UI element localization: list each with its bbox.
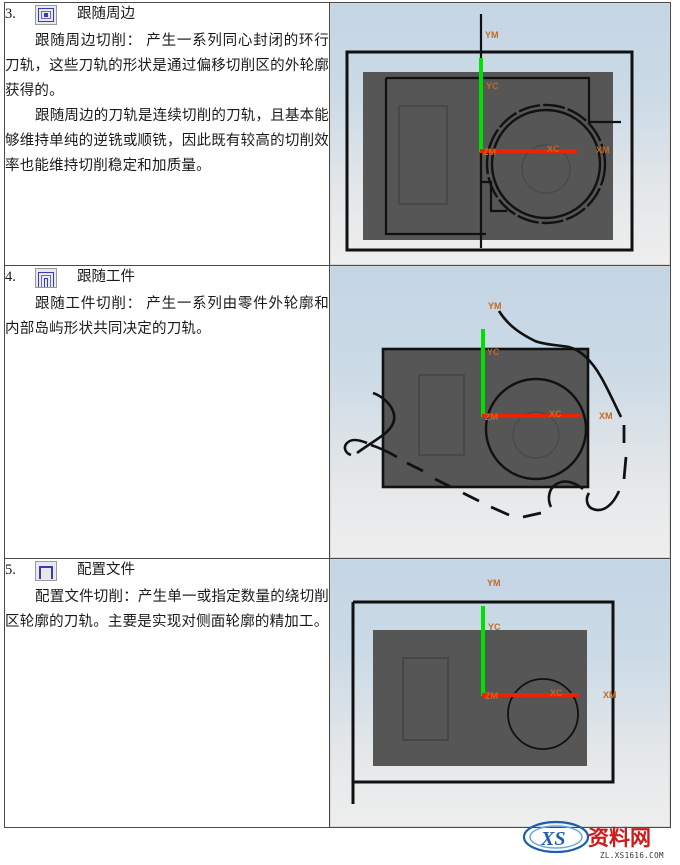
label-xc: XC: [547, 144, 560, 154]
row-5-text-cell: 5. 配置文件 配置文件切削：产生单一或指定数量的绕切削区轮廓的刀轨。主要是实现…: [4, 558, 330, 828]
label-zm: ZM: [485, 412, 498, 422]
label-zm: ZM: [485, 691, 498, 701]
row-3-heading: 3. 跟随周边: [5, 3, 329, 29]
profile-icon: [35, 559, 69, 583]
label-yc: YC: [487, 347, 500, 357]
row-4-heading: 4. 跟随工件: [5, 266, 329, 292]
watermark-logo-text: XS: [540, 828, 565, 850]
row-5-image-cell: YM YC ZM XC XM: [329, 558, 671, 828]
label-yc: YC: [486, 81, 499, 91]
row-3-text-cell: 3. 跟随周边 跟随周边切削： 产生一系列同心封闭的环行刀轨，这些刀轨的形状是通…: [4, 2, 330, 266]
row-3-image-cell: YM YC ZM XC XM: [329, 2, 671, 266]
label-xm: XM: [599, 411, 613, 421]
row-4-number: 4.: [5, 269, 16, 285]
label-ym: YM: [488, 301, 502, 311]
row-3-paragraph-1: 跟随周边切削： 产生一系列同心封闭的环行刀轨，这些刀轨的形状是通过偏移切削区的外…: [5, 33, 329, 99]
feature-table: 3. 跟随周边 跟随周边切削： 产生一系列同心封闭的环行刀轨，这些刀轨的形状是通…: [4, 2, 671, 828]
follow-periphery-preview: YM YC ZM XC XM: [330, 3, 670, 265]
profile-graphic: YM YC ZM XC XM: [351, 578, 617, 804]
follow-part-graphic: YM YC ZM XC XM: [343, 301, 628, 519]
row-5-heading: 5. 配置文件: [5, 559, 329, 585]
label-xc: XC: [549, 409, 562, 419]
follow-part-preview: YM YC ZM XC XM: [330, 266, 670, 558]
label-xm: XM: [603, 690, 617, 700]
label-yc: YC: [488, 622, 501, 632]
follow-part-icon: [35, 266, 69, 290]
label-xm: XM: [596, 145, 610, 155]
row-3-title: 跟随周边: [77, 6, 135, 22]
label-zm: ZM: [483, 147, 496, 157]
row-5-number: 5.: [5, 562, 16, 578]
watermark-brand: 资料网: [588, 826, 651, 850]
table-row: 3. 跟随周边 跟随周边切削： 产生一系列同心封闭的环行刀轨，这些刀轨的形状是通…: [4, 2, 671, 266]
profile-preview: YM YC ZM XC XM: [330, 559, 670, 827]
row-3-number: 3.: [5, 6, 16, 22]
row-5-paragraph-1: 配置文件切削：产生单一或指定数量的绕切削区轮廓的刀轨。主要是实现对侧面轮廓的精加…: [5, 589, 329, 630]
follow-periphery-icon: [35, 3, 69, 27]
row-4-text-cell: 4. 跟随工件 跟随工件切削： 产生一系列由零件外轮廓和内部岛屿形状共同决定的刀…: [4, 265, 330, 559]
label-ym: YM: [485, 30, 499, 40]
follow-periphery-graphic: YM YC ZM XC XM: [345, 14, 634, 252]
label-ym: YM: [487, 578, 501, 588]
table-row: 5. 配置文件 配置文件切削：产生单一或指定数量的绕切削区轮廓的刀轨。主要是实现…: [4, 558, 671, 828]
watermark-url: ZL.XS1616.COM: [600, 851, 664, 860]
row-4-title: 跟随工件: [77, 269, 135, 285]
row-3-paragraph-2: 跟随周边的刀轨是连续切削的刀轨，且基本能够维持单纯的逆铣或顺铣，因此既有较高的切…: [5, 108, 329, 174]
table-row: 4. 跟随工件 跟随工件切削： 产生一系列由零件外轮廓和内部岛屿形状共同决定的刀…: [4, 265, 671, 559]
row-4-image-cell: YM YC ZM XC XM: [329, 265, 671, 559]
label-xc: XC: [550, 688, 563, 698]
row-5-title: 配置文件: [77, 562, 135, 578]
row-4-paragraph-1: 跟随工件切削： 产生一系列由零件外轮廓和内部岛屿形状共同决定的刀轨。: [5, 296, 329, 337]
